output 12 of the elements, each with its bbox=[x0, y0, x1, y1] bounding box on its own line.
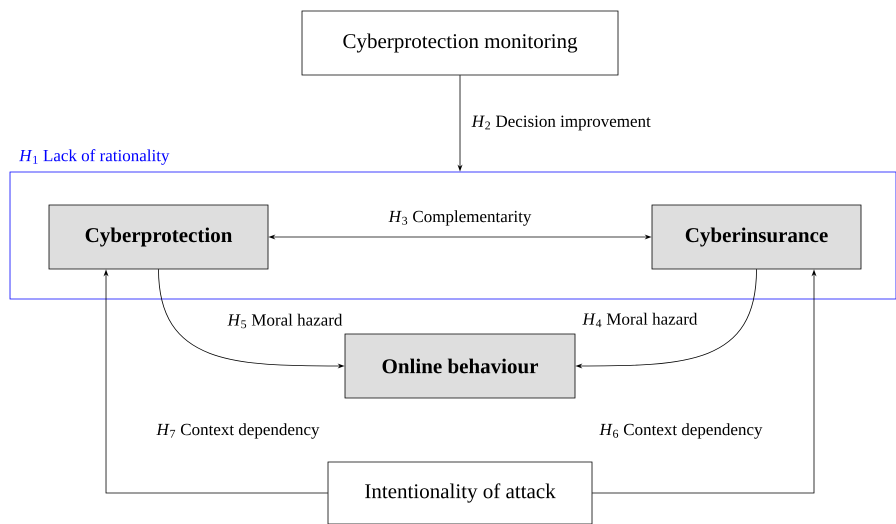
concept-box: Cyberprotection monitoring bbox=[302, 10, 618, 76]
edge-label: H$_{7}$ Context dependency bbox=[155, 422, 321, 440]
concept-box: Cyberinsurance bbox=[652, 204, 862, 270]
concept-box: Intentionality of attack bbox=[328, 462, 592, 524]
group-title: H$_{1}$ Lack of rationality bbox=[19, 149, 170, 165]
concept-box: Cyberprotection bbox=[48, 204, 268, 270]
edge-label: H$_{6}$ Context dependency bbox=[598, 422, 764, 440]
concept-box: Online behaviour bbox=[344, 334, 576, 398]
edge-label: H$_{4}$ Moral hazard bbox=[581, 311, 699, 329]
edge-label: H$_{5}$ Moral hazard bbox=[226, 312, 344, 330]
edge-label: H$_{3}$ Complementarity bbox=[387, 208, 533, 228]
edge-label: H$_{2}$ Decision improvement bbox=[470, 114, 652, 132]
